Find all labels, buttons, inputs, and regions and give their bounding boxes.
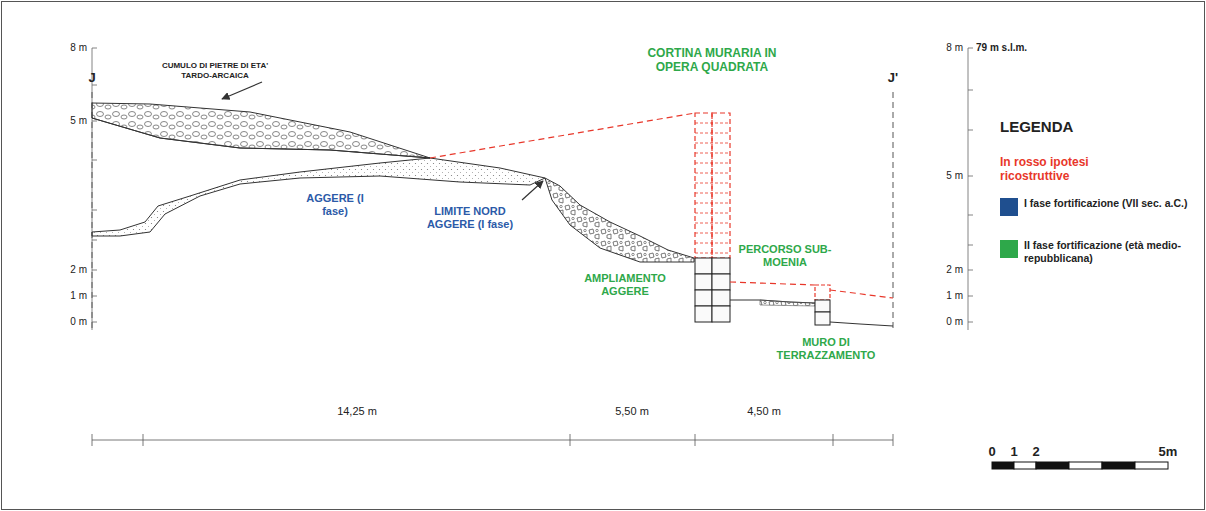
height-tick: 0 m <box>47 316 87 328</box>
legend-text: II fase fortificazione (età medio-repubb… <box>1024 239 1196 264</box>
phase2-label: PERCORSO SUB-MOENIA <box>738 243 833 269</box>
block-course <box>695 243 730 244</box>
block-course <box>695 133 730 134</box>
legend-text: I fase fortificazione (VII sec. a.C.) <box>1024 197 1196 210</box>
phase2-label: AMPLIAMENTO AGGERE <box>570 272 680 298</box>
height-tick: 1 m <box>923 290 963 302</box>
height-tick: 2 m <box>47 264 87 276</box>
block-course <box>695 213 730 214</box>
elevation-label: 79 m s.l.m. <box>976 42 1076 54</box>
height-tick: 5 m <box>47 115 87 127</box>
height-tick: 8 m <box>47 42 87 54</box>
legend-swatch <box>1000 198 1018 216</box>
scale-number: 0 <box>982 444 1002 460</box>
block-course <box>695 253 730 254</box>
dimension: 4,50 m <box>724 405 804 418</box>
legend-swatch <box>1000 240 1018 258</box>
phase2-label: MURO DI TERRAZZAMENTO <box>771 336 881 362</box>
block-course <box>695 193 730 194</box>
height-tick: 1 m <box>47 290 87 302</box>
scale-number: 5m <box>1153 444 1183 460</box>
height-tick: 5 m <box>923 170 963 182</box>
phase2-label: CORTINA MURARIA IN OPERA QUADRATA <box>637 46 787 75</box>
block-course <box>695 233 730 234</box>
block-course <box>695 123 730 124</box>
scale-number: 1 <box>1004 444 1024 460</box>
block-course <box>695 163 730 164</box>
block-course <box>695 183 730 184</box>
height-tick: 2 m <box>923 264 963 276</box>
block-course <box>695 143 730 144</box>
block-course <box>695 173 730 174</box>
block-course <box>695 223 730 224</box>
section-end: J <box>80 70 104 86</box>
height-tick: 8 m <box>923 42 963 54</box>
legend-title: LEGENDA <box>1000 118 1150 136</box>
block-course <box>695 153 730 154</box>
section-end: J' <box>881 70 905 86</box>
block-course <box>695 203 730 204</box>
layer-label: CUMULO DI PIETRE DI ETA' TARDO-ARCAICA <box>155 61 275 80</box>
height-tick: 0 m <box>923 316 963 328</box>
legend-note: In rosso ipotesi ricostruttive <box>1000 155 1150 184</box>
dimension: 5,50 m <box>592 405 672 418</box>
phase1-label: LIMITE NORD AGGERE (I fase) <box>418 205 523 231</box>
scale-number: 2 <box>1026 444 1046 460</box>
phase1-label: AGGERE (I fase) <box>295 192 375 218</box>
dimension: 14,25 m <box>317 405 397 418</box>
